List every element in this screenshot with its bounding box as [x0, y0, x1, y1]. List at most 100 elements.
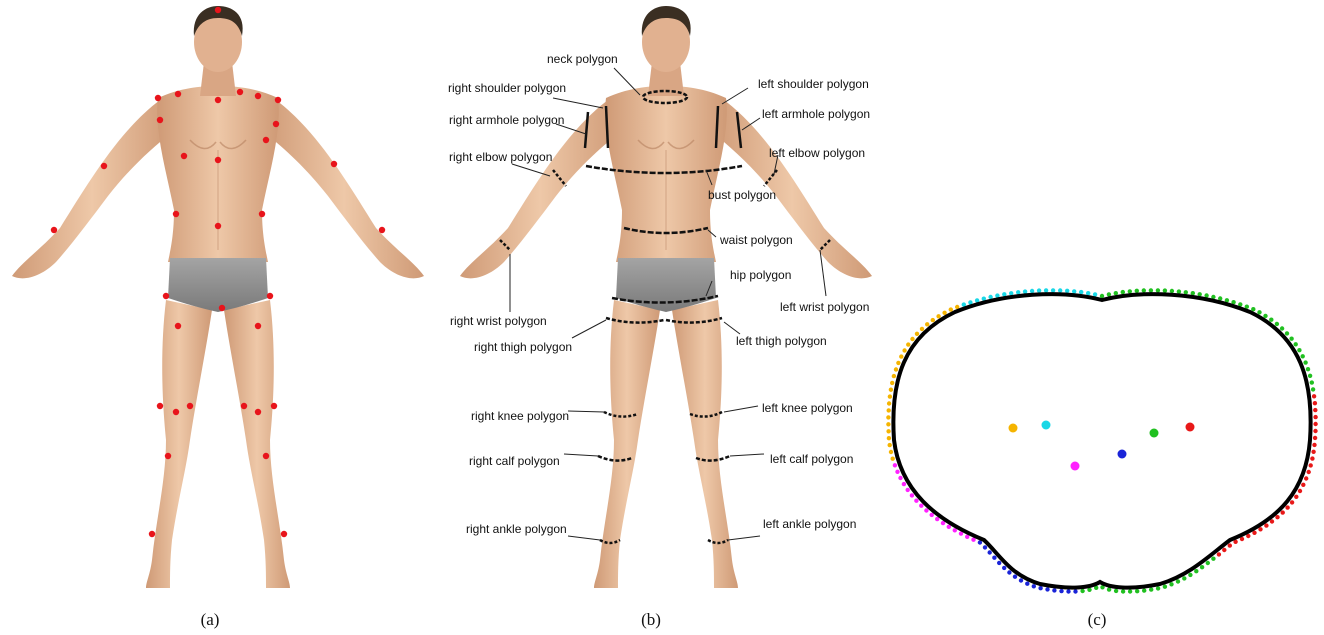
label-right-knee: right knee polygon	[471, 409, 569, 423]
section-dot	[1176, 579, 1180, 583]
centroid-yellow	[1009, 424, 1018, 433]
section-dot	[919, 504, 923, 508]
landmark-dot	[173, 211, 179, 217]
section-dot	[1163, 288, 1167, 292]
panel-c	[886, 288, 1318, 594]
label-left-elbow: left elbow polygon	[769, 146, 865, 160]
section-dot	[1297, 348, 1301, 352]
section-dot	[1298, 489, 1302, 493]
section-dot	[887, 436, 891, 440]
section-dot	[896, 361, 900, 365]
section-dot	[890, 381, 894, 385]
section-dot	[997, 561, 1001, 565]
section-dot	[1051, 288, 1055, 292]
label-right-calf: right calf polygon	[469, 454, 560, 468]
section-dot	[1313, 415, 1317, 419]
section-dot	[906, 488, 910, 492]
section-dot	[1310, 456, 1314, 460]
section-dot	[892, 374, 896, 378]
section-dot	[887, 401, 891, 405]
landmark-dot	[149, 531, 155, 537]
landmark-dot	[215, 7, 221, 13]
section-dot	[1257, 310, 1261, 314]
section-dot	[992, 556, 996, 560]
section-dot	[1107, 292, 1111, 296]
landmark-dot	[175, 91, 181, 97]
section-dot	[1211, 557, 1215, 561]
cross-section-dots	[886, 288, 1318, 594]
section-dot	[1177, 289, 1181, 293]
section-dot	[914, 499, 918, 503]
section-dot	[1184, 290, 1188, 294]
section-dot	[888, 394, 892, 398]
section-dot	[1080, 589, 1084, 593]
section-dot	[1100, 294, 1104, 298]
section-dot	[1217, 552, 1221, 556]
section-dot	[1188, 573, 1192, 577]
centroid-magenta	[1071, 462, 1080, 471]
section-dot	[1313, 422, 1317, 426]
caption-c: (c)	[1067, 610, 1127, 630]
landmark-dot	[175, 323, 181, 329]
landmark-dot	[215, 223, 221, 229]
label-right-ankle: right ankle polygon	[466, 522, 567, 536]
section-dot	[1206, 561, 1210, 565]
section-dot	[1309, 463, 1313, 467]
section-dot	[1065, 289, 1069, 293]
section-dot	[910, 337, 914, 341]
section-dot	[886, 415, 890, 419]
section-dot	[1032, 584, 1036, 588]
section-dot	[1313, 436, 1317, 440]
landmark-dot	[379, 227, 385, 233]
section-dot	[888, 443, 892, 447]
section-dot	[925, 322, 929, 326]
section-dot	[1313, 401, 1317, 405]
landmark-dot	[51, 227, 57, 233]
label-right-shoulder: right shoulder polygon	[448, 81, 566, 95]
section-dot	[1156, 288, 1160, 292]
section-dot	[895, 470, 899, 474]
section-dot	[1313, 429, 1317, 433]
caption-b: (b)	[621, 610, 681, 630]
landmark-dot	[259, 211, 265, 217]
section-dot	[1294, 342, 1298, 346]
section-dot	[1038, 586, 1042, 590]
label-left-ankle: left ankle polygon	[763, 517, 856, 531]
section-dot	[893, 463, 897, 467]
section-dot	[1228, 543, 1232, 547]
section-dot	[924, 508, 928, 512]
label-right-wrist: right wrist polygon	[450, 314, 547, 328]
section-dot	[1121, 589, 1125, 593]
caption-a: (a)	[180, 610, 240, 630]
section-dot	[1301, 354, 1305, 358]
landmark-dot	[173, 409, 179, 415]
label-right-armhole: right armhole polygon	[449, 113, 564, 127]
section-dot	[1280, 326, 1284, 330]
section-dot	[887, 408, 891, 412]
section-dot	[910, 493, 914, 497]
landmark-dot	[267, 293, 273, 299]
section-dot	[1037, 288, 1041, 292]
section-dot	[1052, 588, 1056, 592]
section-dot	[1200, 565, 1204, 569]
section-dot	[1142, 588, 1146, 592]
section-dot	[1169, 582, 1173, 586]
landmark-dot	[157, 117, 163, 123]
section-dot	[1182, 576, 1186, 580]
section-dot	[1135, 289, 1139, 293]
label-right-thigh: right thigh polygon	[474, 340, 572, 354]
landmark-dot	[165, 453, 171, 459]
landmark-dot	[187, 403, 193, 409]
section-dot	[1007, 570, 1011, 574]
landmark-dot	[181, 153, 187, 159]
section-dot	[1045, 587, 1049, 591]
section-dot	[1044, 288, 1048, 292]
section-dot	[1072, 289, 1076, 293]
section-dot	[988, 550, 992, 554]
section-dot	[1142, 288, 1146, 292]
landmark-dot	[215, 157, 221, 163]
section-dot	[1013, 575, 1017, 579]
section-dot	[1128, 289, 1132, 293]
section-dot	[1135, 589, 1139, 593]
section-dot	[1066, 589, 1070, 593]
